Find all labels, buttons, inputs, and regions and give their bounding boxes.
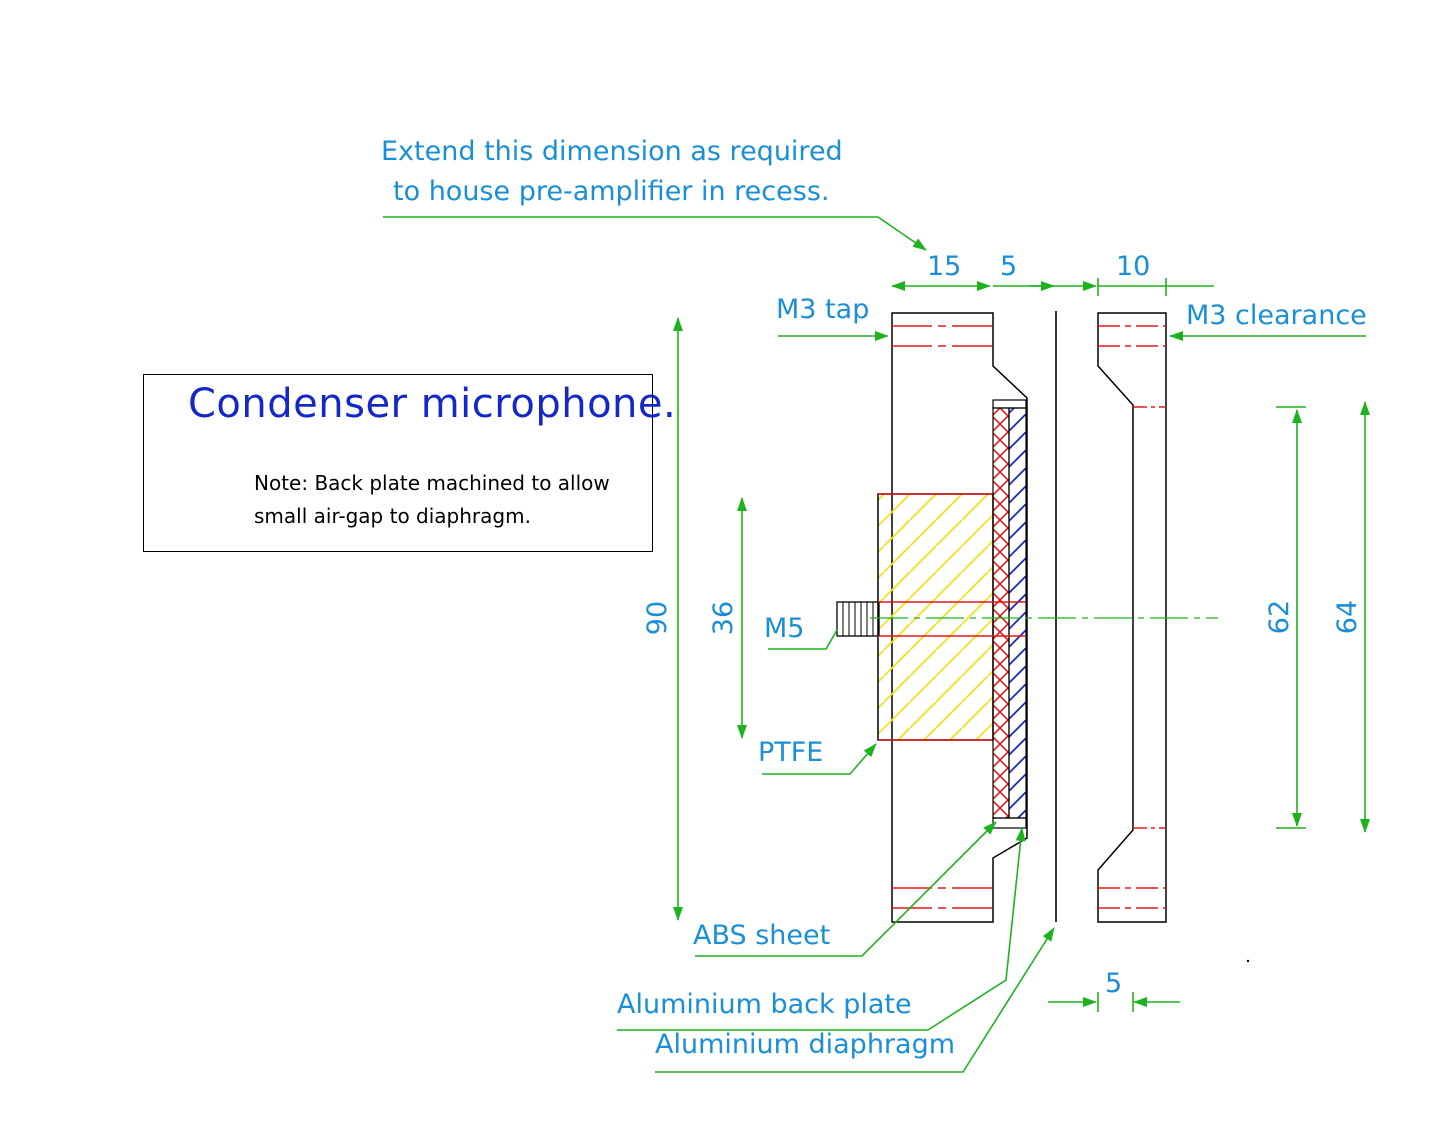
abs-sheet-label: ABS sheet bbox=[693, 920, 830, 951]
drawing-title: Condenser microphone. bbox=[188, 381, 677, 427]
clamping-ring bbox=[1097, 312, 1167, 923]
dimension-64-label: 64 bbox=[1332, 600, 1363, 634]
ptfe-label: PTFE bbox=[758, 737, 823, 768]
aluminium-diaphragm-label: Aluminium diaphragm bbox=[655, 1029, 955, 1060]
dimension-5-bottom-label: 5 bbox=[1105, 968, 1122, 999]
title-block: Condenser microphone. Note: Back plate m… bbox=[143, 374, 676, 552]
aluminium-back-plate-label: Aluminium back plate bbox=[617, 989, 912, 1020]
abs-sheet bbox=[992, 407, 1010, 819]
back-plate-outline bbox=[891, 312, 1028, 923]
m5-stud bbox=[836, 601, 880, 637]
dimension-15-label: 15 bbox=[927, 251, 961, 282]
dimension-5-top-label: 5 bbox=[1000, 251, 1017, 282]
dimension-lines bbox=[383, 216, 1370, 1073]
back-plate-assembly bbox=[836, 312, 1028, 923]
ptfe-insulator bbox=[877, 493, 994, 741]
dimension-62-label: 62 bbox=[1264, 600, 1295, 634]
aluminium-back-plate bbox=[1008, 407, 1027, 819]
m3-tap-label: M3 tap bbox=[776, 294, 869, 325]
m5-label: M5 bbox=[764, 613, 804, 644]
dimension-36-label: 36 bbox=[708, 601, 739, 635]
annotation-line-2: to house pre-amplifier in recess. bbox=[393, 176, 829, 207]
dimension-90-label: 90 bbox=[642, 601, 673, 635]
dimension-10-label: 10 bbox=[1116, 251, 1150, 282]
note: Note: Back plate machined to allow small… bbox=[254, 467, 610, 533]
annotation-line-1: Extend this dimension as required bbox=[381, 136, 843, 167]
stray-dot bbox=[1246, 959, 1250, 963]
note-line-2: small air-gap to diaphragm. bbox=[254, 504, 531, 528]
note-line-1: Note: Back plate machined to allow bbox=[254, 471, 610, 495]
m3-clearance-label: M3 clearance bbox=[1186, 300, 1367, 331]
